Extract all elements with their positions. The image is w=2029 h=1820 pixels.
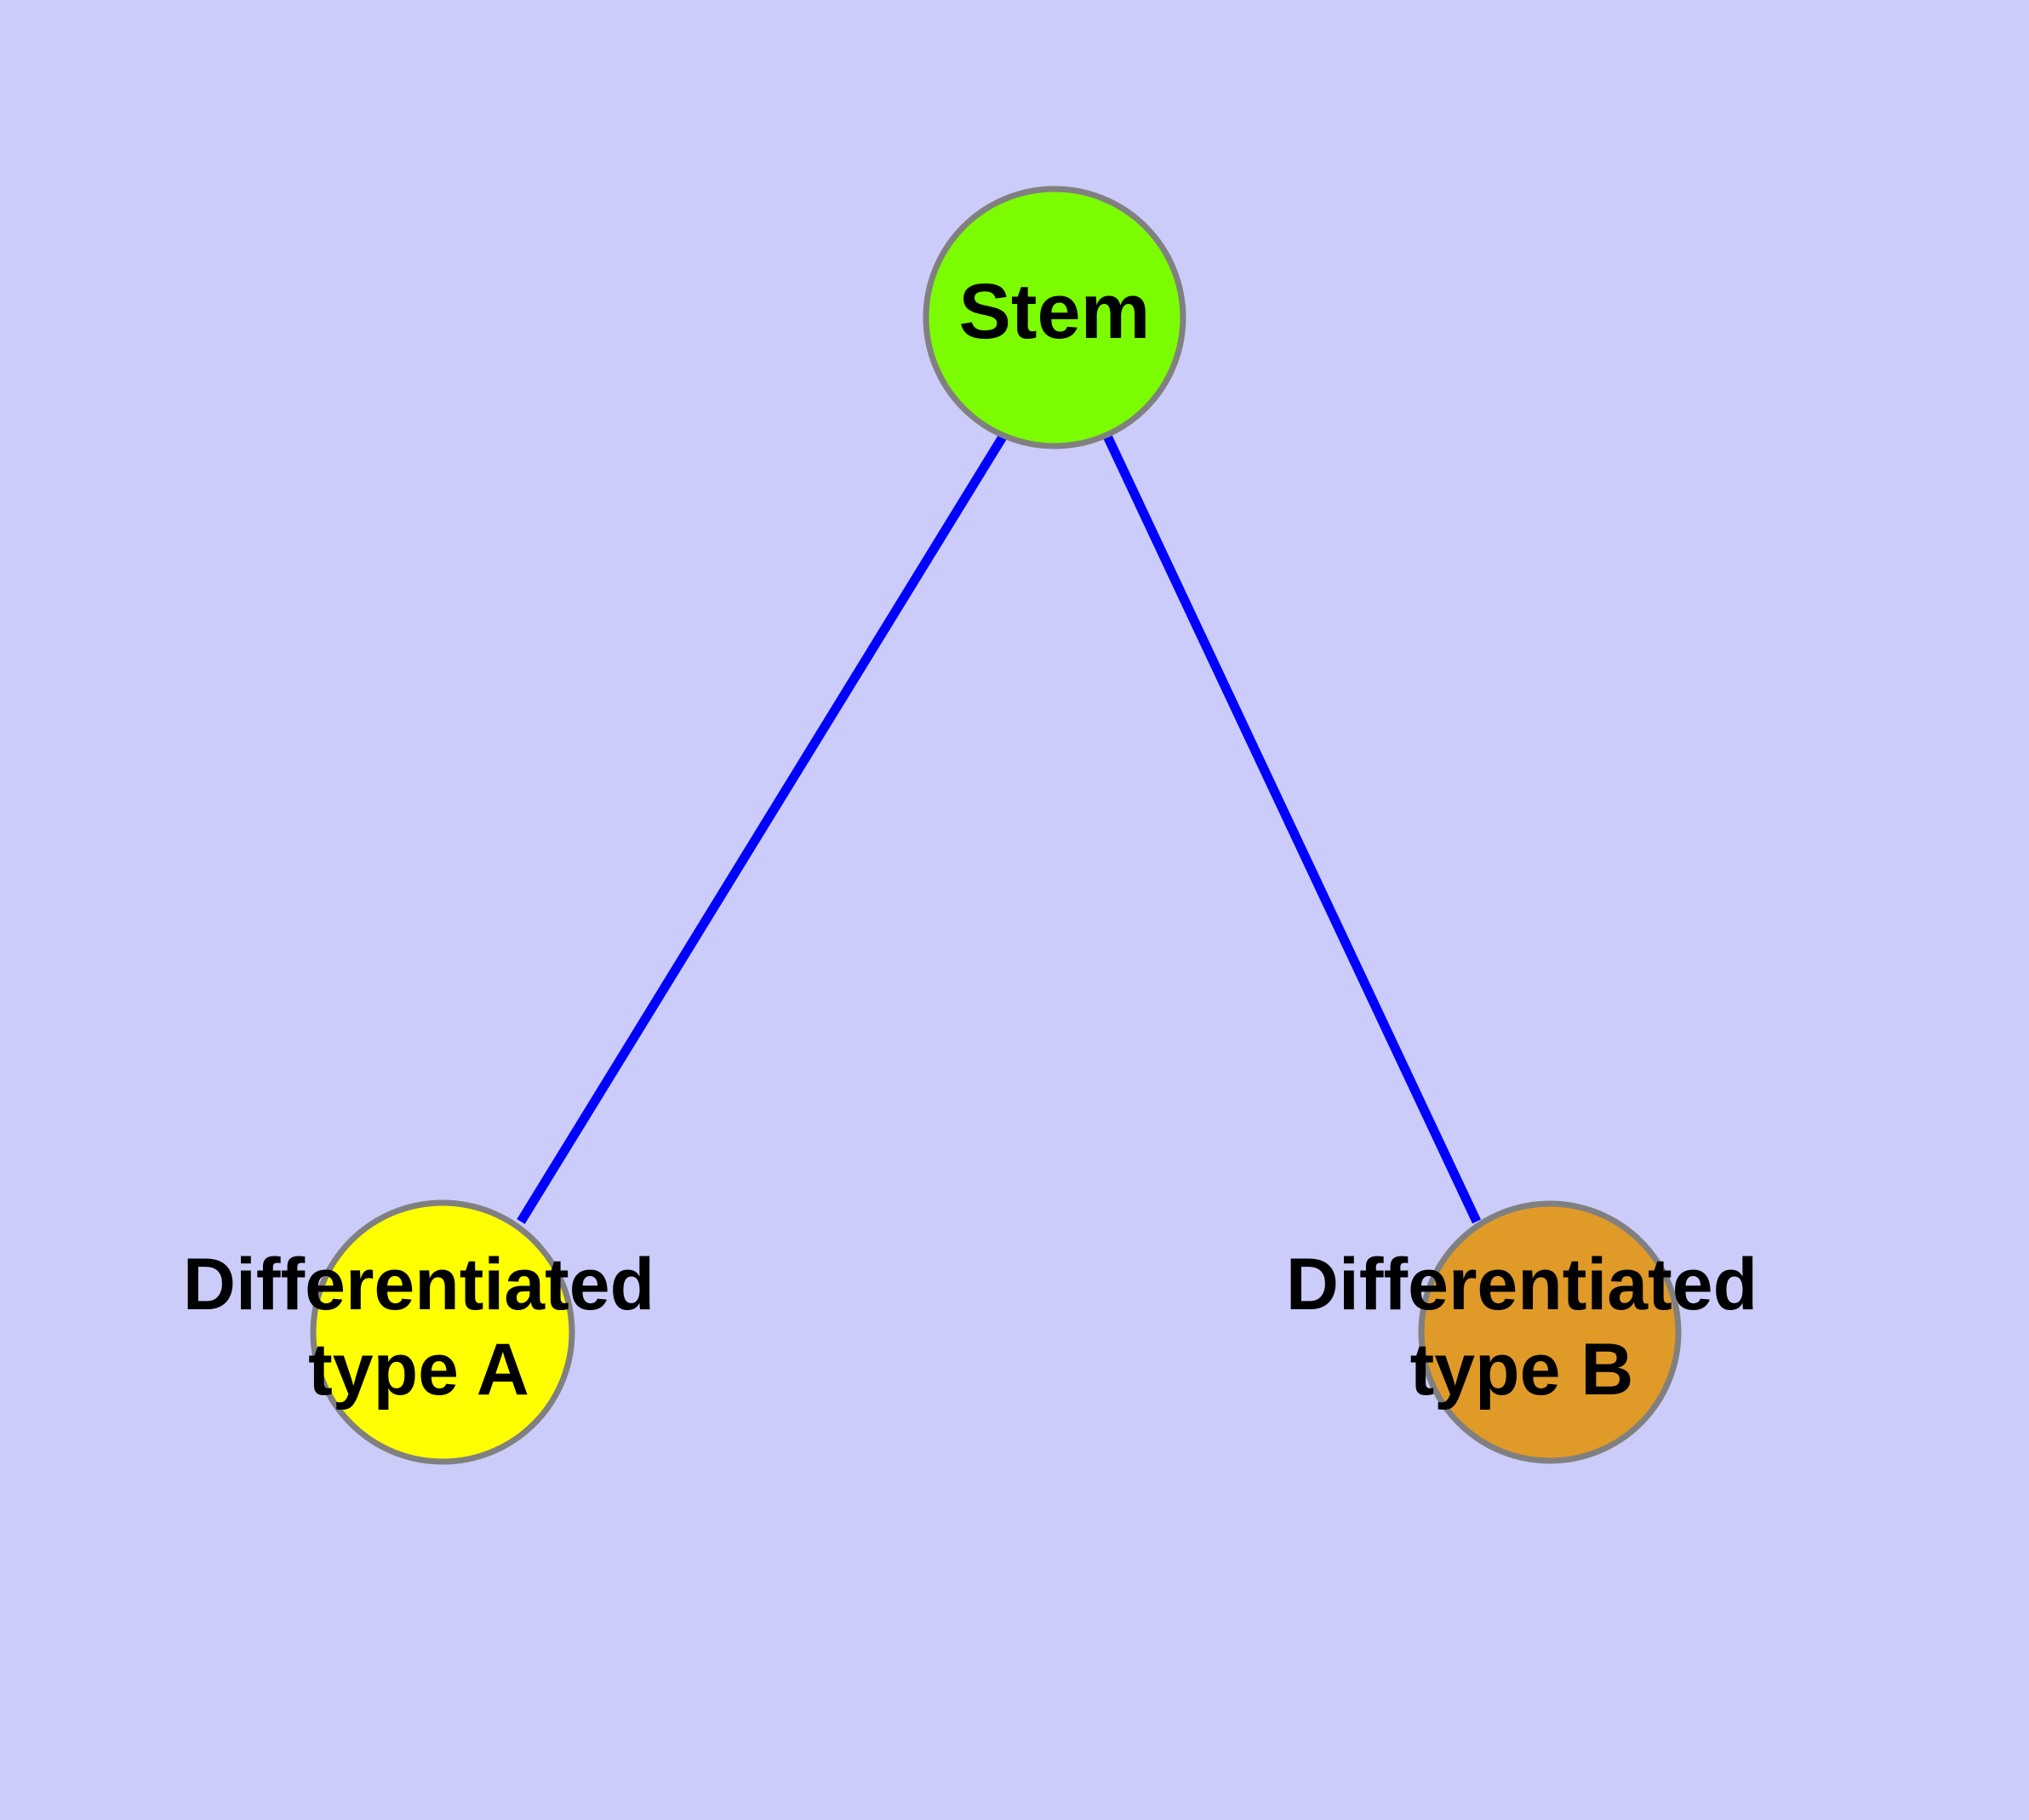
node-label-line: type A (308, 1329, 529, 1411)
graph-node-diff_b[interactable] (1418, 1200, 1682, 1464)
node-label-line: Stem (959, 268, 1151, 355)
graph-node-diff_a[interactable] (310, 1199, 575, 1465)
node-layer (310, 186, 1682, 1465)
graph-edge-stem-to-b (1102, 432, 1481, 1224)
graph-node-stem[interactable] (923, 186, 1186, 449)
node-label-line: Differentiated (183, 1244, 654, 1325)
node-label-stem: Stem (959, 268, 1151, 355)
node-label-line: type B (1410, 1329, 1634, 1411)
node-label-line: Differentiated (1286, 1244, 1758, 1325)
edge-layer (517, 432, 1481, 1224)
graph-edge-stem-to-a (517, 432, 1009, 1224)
